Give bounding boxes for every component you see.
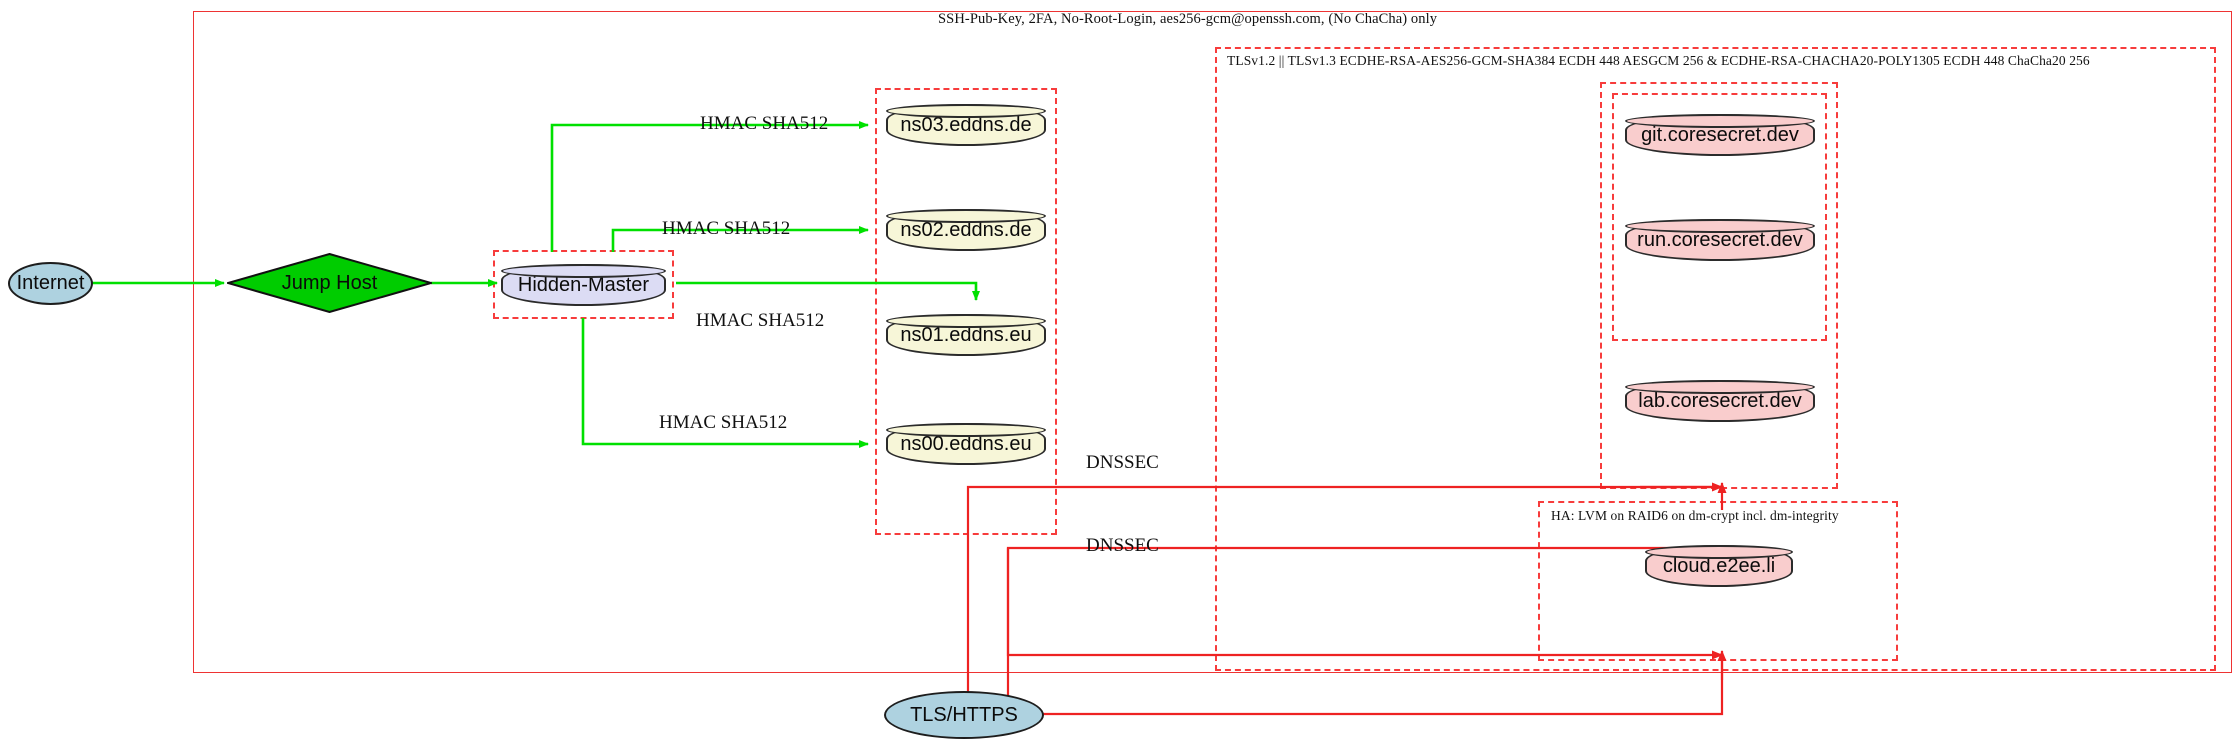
node-ns02-label: ns02.eddns.de (900, 218, 1032, 241)
node-run-coresecret[interactable]: run.coresecret.dev (1625, 219, 1815, 261)
node-jump-host-label: Jump Host (281, 271, 378, 294)
node-cloud-e2ee[interactable]: cloud.e2ee.li (1645, 545, 1793, 587)
node-ns02[interactable]: ns02.eddns.de (886, 209, 1046, 251)
node-cloud-e2ee-label: cloud.e2ee.li (1662, 554, 1776, 577)
cluster-ssh-outer-label: SSH-Pub-Key, 2FA, No-Root-Login, aes256-… (938, 11, 1438, 27)
cluster-ha-label: HA: LVM on RAID6 on dm-crypt incl. dm-in… (1551, 508, 1839, 523)
node-jump-host[interactable]: Jump Host (224, 252, 435, 314)
node-ns00-label: ns00.eddns.eu (900, 432, 1032, 455)
edge-label-hmac-ns00: HMAC SHA512 (659, 412, 788, 433)
node-ns00[interactable]: ns00.eddns.eu (886, 423, 1046, 465)
edge-label-dnssec-upper: DNSSEC (1086, 452, 1159, 473)
node-ns03[interactable]: ns03.eddns.de (886, 104, 1046, 146)
edge-label-hmac-ns03: HMAC SHA512 (700, 113, 829, 134)
node-lab-coresecret[interactable]: lab.coresecret.dev (1625, 380, 1815, 422)
node-ns03-label: ns03.eddns.de (900, 113, 1032, 136)
node-tls-https-label: TLS/HTTPS (910, 703, 1018, 726)
node-git-coresecret[interactable]: git.coresecret.dev (1625, 114, 1815, 156)
edge-label-hmac-ns02: HMAC SHA512 (662, 218, 791, 239)
node-hidden-master[interactable]: Hidden-Master (501, 264, 666, 306)
diamond-shape (224, 252, 435, 314)
node-tls-https[interactable]: TLS/HTTPS (884, 691, 1044, 739)
cluster-dns (875, 88, 1057, 535)
node-ns01[interactable]: ns01.eddns.eu (886, 314, 1046, 356)
node-internet[interactable]: Internet (8, 262, 93, 305)
node-ns01-label: ns01.eddns.eu (900, 323, 1032, 346)
cluster-tls-label: TLSv1.2 || TLSv1.3 ECDHE-RSA-AES256-GCM-… (1227, 53, 2090, 68)
node-git-coresecret-label: git.coresecret.dev (1641, 123, 1799, 146)
node-hidden-master-label: Hidden-Master (517, 273, 650, 296)
node-lab-coresecret-label: lab.coresecret.dev (1638, 389, 1802, 412)
edge-label-dnssec-lower: DNSSEC (1086, 535, 1159, 556)
edge-label-hmac-ns01: HMAC SHA512 (696, 310, 825, 331)
node-run-coresecret-label: run.coresecret.dev (1637, 228, 1803, 251)
node-internet-label: Internet (16, 272, 85, 294)
cluster-coresecret-inner (1612, 93, 1827, 341)
